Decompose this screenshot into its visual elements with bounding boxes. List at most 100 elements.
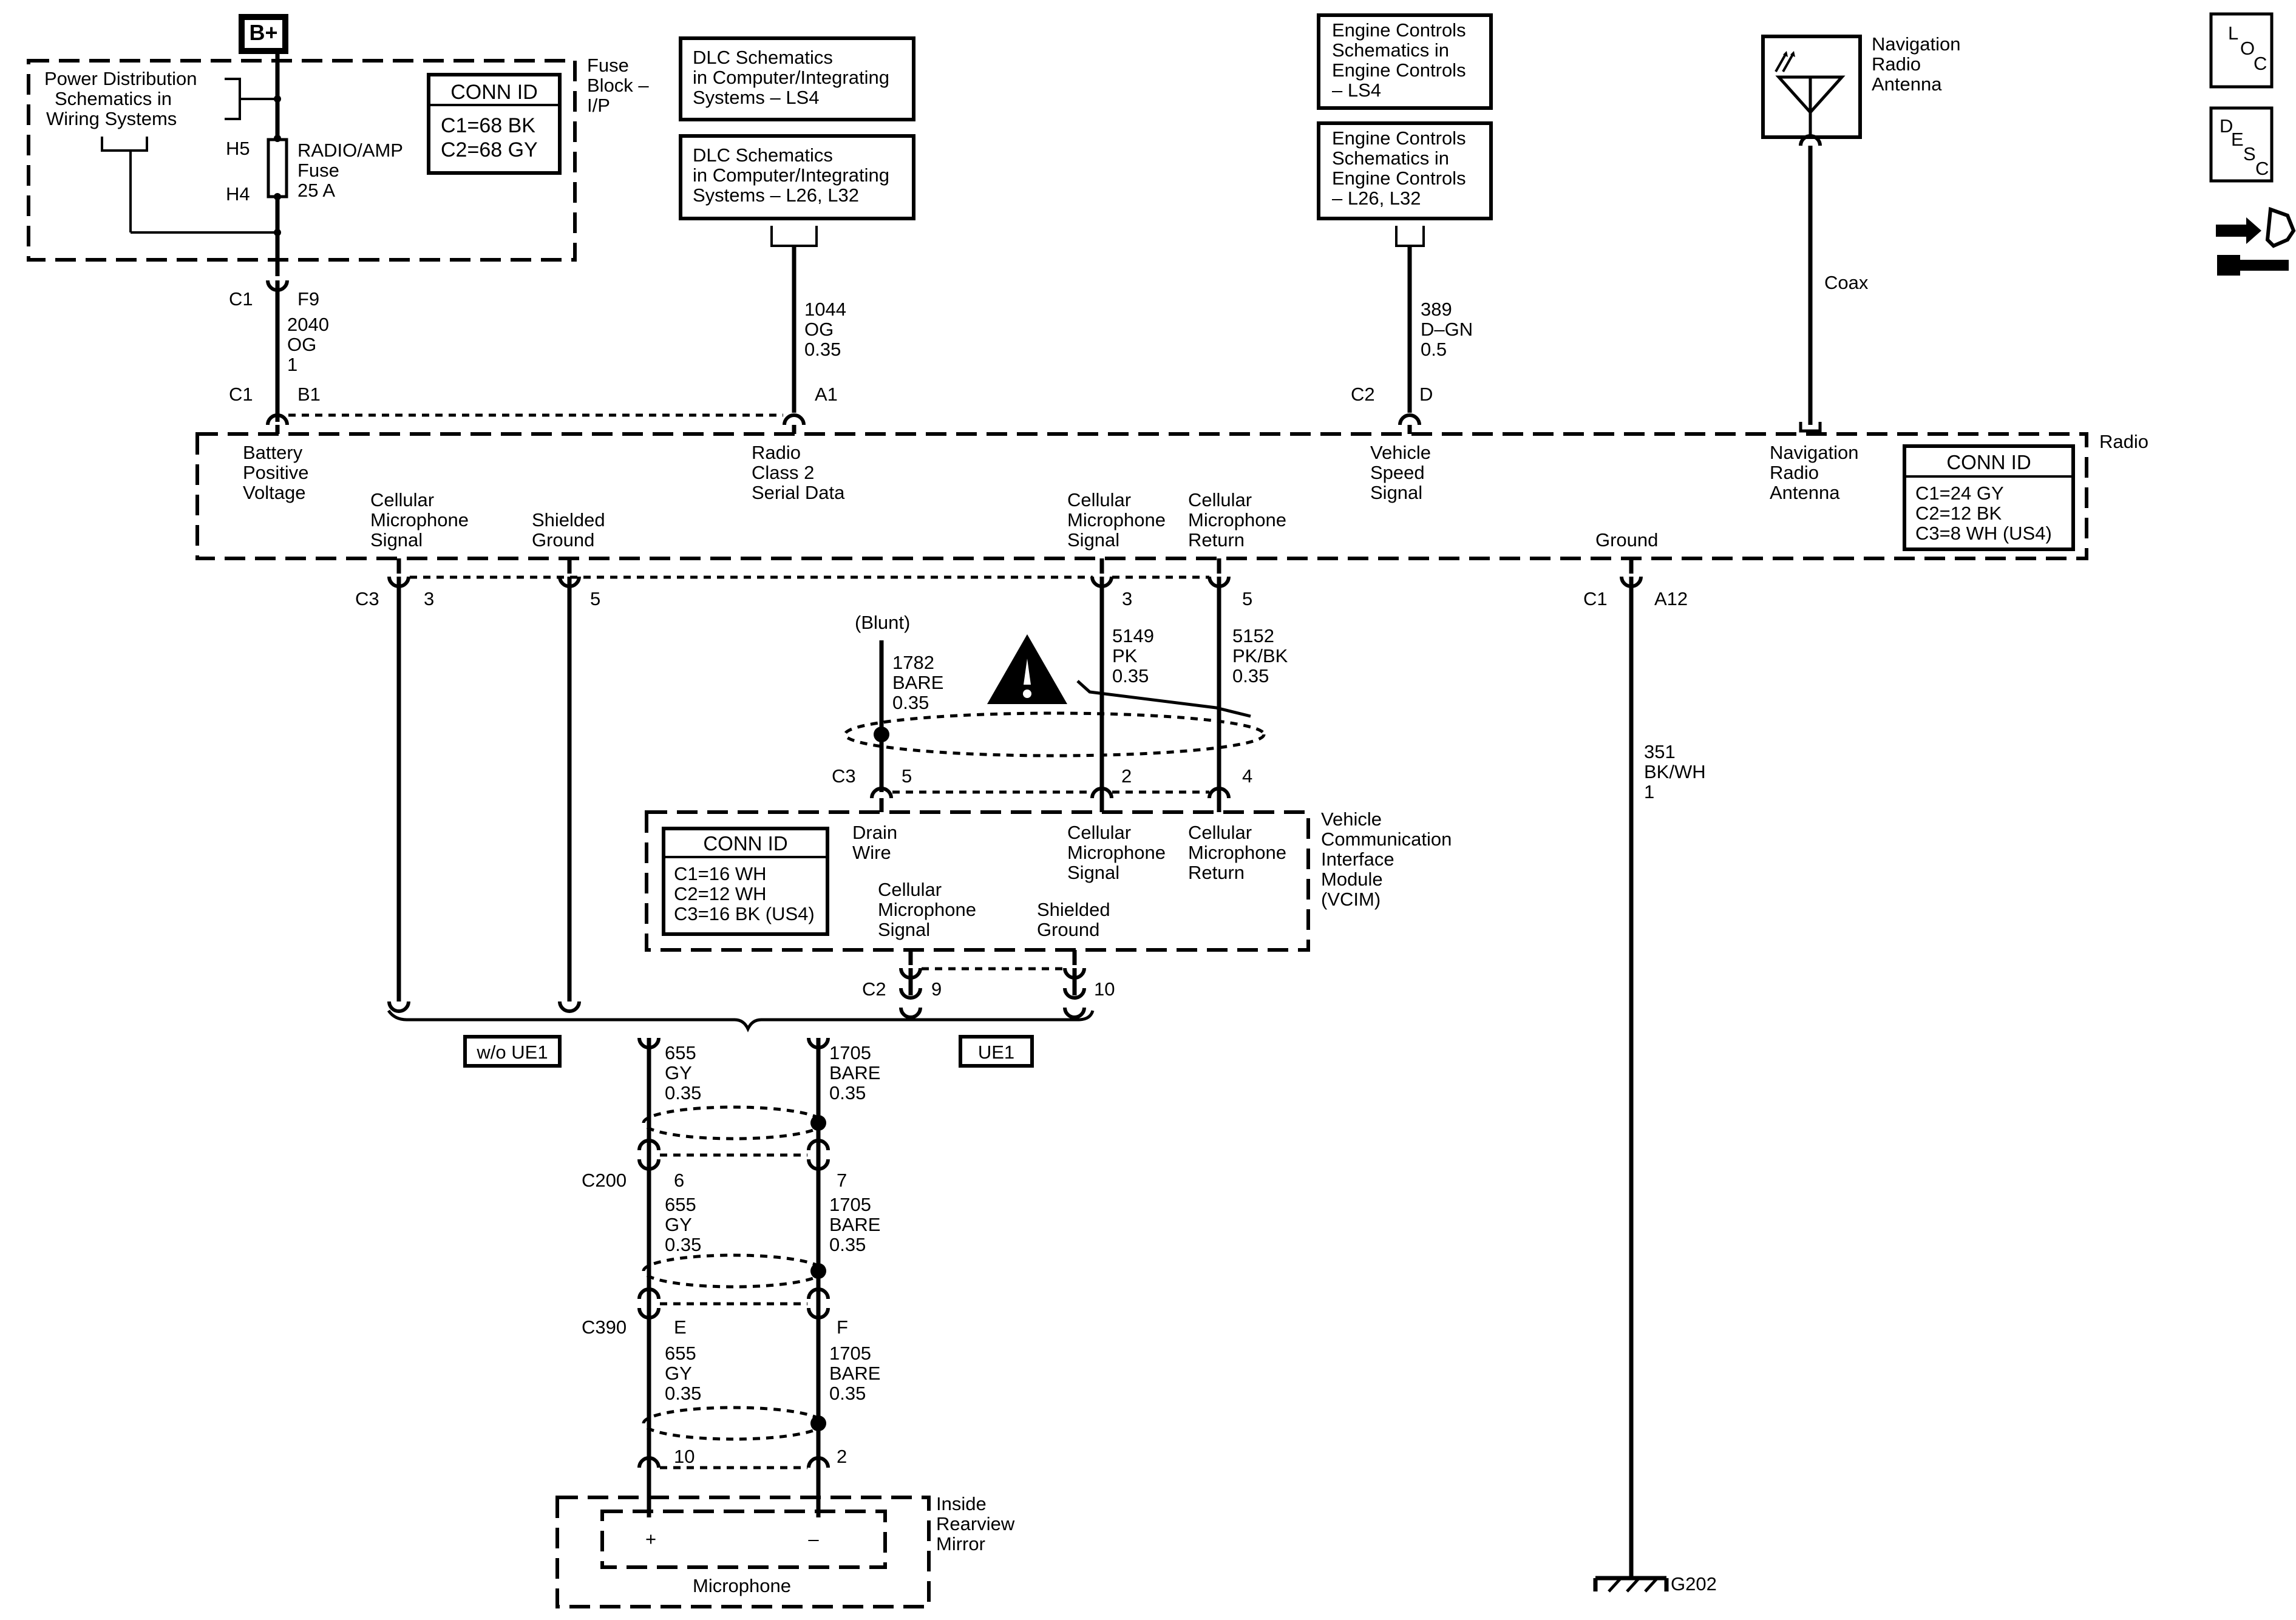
radio-cms2-2: Microphone <box>1067 509 1166 530</box>
dlc-l26-text-2: in Computer/Integrating <box>693 164 889 186</box>
bplus-label: B+ <box>249 20 277 45</box>
wire-655b-color: GY <box>665 1214 692 1235</box>
mirror-outline[interactable] <box>555 1496 931 1608</box>
radio-c3-pin3: 3 <box>424 588 434 609</box>
radio-c3-pin5b: 5 <box>1242 588 1252 609</box>
radio-conn-c2: C2=12 BK <box>1915 503 2002 524</box>
mirror-label-3: Mirror <box>936 1533 985 1554</box>
wire-5149-num: 5149 <box>1112 625 1154 646</box>
radio-pin-a1: A1 <box>815 384 838 405</box>
dlc-ls4-box[interactable] <box>679 36 915 121</box>
wire-1782-gauge: 0.35 <box>892 692 929 713</box>
wire-1782-color: BARE <box>892 672 943 693</box>
vcim-sg-2: Ground <box>1037 919 1099 940</box>
wire-1782-num: 1782 <box>892 652 934 673</box>
engine-ls4-text-1: Engine Controls <box>1332 19 1466 41</box>
radio-conn-id-title: CONN ID <box>1946 451 2031 473</box>
wire-389-num: 389 <box>1421 299 1452 320</box>
engine-l26-text-2: Schematics in <box>1332 147 1449 169</box>
wire-2040-gauge: 1 <box>287 354 297 375</box>
radio-speed-2: Speed <box>1370 462 1425 483</box>
dlc-l26-box[interactable] <box>679 134 915 220</box>
radio-cmr-2: Microphone <box>1188 509 1286 530</box>
radio-cmr-1: Cellular <box>1188 489 1252 510</box>
vcim-component: Vehicle Communication Interface Module (… <box>645 808 1452 1000</box>
radio-sg-1: Shielded <box>532 509 605 530</box>
connector-repair-icon[interactable] <box>2216 206 2296 276</box>
description-icon[interactable]: D E S C <box>2209 106 2274 183</box>
radio-c3-pin5: 5 <box>590 588 600 609</box>
wire-655a-num: 655 <box>665 1042 696 1063</box>
option-ue1: UE1 <box>978 1042 1014 1063</box>
shield-ellipse <box>843 711 1266 757</box>
dlc-ls4-text-1: DLC Schematics <box>693 47 833 68</box>
radio-sg-2: Ground <box>532 529 594 551</box>
wire-1044-num: 1044 <box>804 299 846 320</box>
blunt-label: (Blunt) <box>855 612 910 633</box>
wire-351-num: 351 <box>1644 741 1676 762</box>
vcim-conn-id-box <box>662 827 829 936</box>
antenna-label-2: Radio <box>1872 53 1921 75</box>
fuse-word: Fuse <box>297 160 339 181</box>
side-icons: L O C D E S C <box>2209 12 2296 276</box>
engine-l26-box[interactable] <box>1317 121 1493 220</box>
vcim-outline[interactable] <box>645 810 1310 952</box>
vcim-cms2-1: Cellular <box>878 879 942 900</box>
fuse-block-label-3: I/P <box>587 95 610 116</box>
radio-ground-label: Ground <box>1595 529 1658 551</box>
pd-text-1: Power Distribution <box>44 68 197 89</box>
location-icon[interactable]: L O C <box>2209 12 2274 89</box>
radio-cms-1: Cellular <box>370 489 434 510</box>
engine-ls4-text-2: Schematics in <box>1332 39 1449 61</box>
c200-pin7: 7 <box>837 1170 847 1191</box>
engine-ls4-box[interactable] <box>1317 13 1493 110</box>
radio-class2-2: Class 2 <box>752 462 814 483</box>
fuse-conn-id-box <box>427 73 562 175</box>
caution-icon <box>987 634 1067 704</box>
radio-speed-1: Vehicle <box>1370 442 1431 463</box>
wire-1705a-gauge: 0.35 <box>829 1082 866 1103</box>
dlc-ls4-text-3: Systems – LS4 <box>693 87 819 108</box>
radio-speed-3: Signal <box>1370 482 1422 503</box>
radio-c3-pin3b: 3 <box>1122 588 1132 609</box>
pd-text-2: Schematics in <box>55 88 172 109</box>
engine-l26-text-4: – L26, L32 <box>1332 188 1421 209</box>
fb-c1: C1 <box>229 288 253 310</box>
svg-text:S: S <box>2243 143 2256 164</box>
microphone-box <box>600 1510 887 1569</box>
fuse-conn-id-title: CONN ID <box>450 81 538 104</box>
wire-1705c-gauge: 0.35 <box>829 1383 866 1404</box>
radio-nav-1: Navigation <box>1770 442 1858 463</box>
fuse-block-section: B+ Power Distribution Schematics in Wiri… <box>27 14 649 276</box>
radio-battery-1: Battery <box>243 442 303 463</box>
svg-text:C: C <box>2254 53 2267 74</box>
vcim-label-5: (VCIM) <box>1321 889 1381 910</box>
radio-nav-2: Radio <box>1770 462 1819 483</box>
wire-1705b-color: BARE <box>829 1214 880 1235</box>
pin-h4: H4 <box>226 183 250 205</box>
vcim-c3-pin2: 2 <box>1121 765 1132 787</box>
wire-1705b-num: 1705 <box>829 1194 871 1215</box>
vcim-label-4: Module <box>1321 869 1383 890</box>
radio-conn-c1: C1=24 GY <box>1915 483 2004 504</box>
radio-c3-label: C3 <box>355 588 379 609</box>
wire-655c-num: 655 <box>665 1343 696 1364</box>
c200-pin6: 6 <box>674 1170 684 1191</box>
wire-389-gauge: 0.5 <box>1421 339 1447 360</box>
c390-pinE: E <box>674 1317 687 1338</box>
radio-battery-2: Positive <box>243 462 309 483</box>
radio-outline[interactable] <box>195 432 2088 560</box>
mid-wires: (Blunt) 1782 BARE 0.35 5149 PK 0.35 5152… <box>832 612 1706 812</box>
wire-1705c-color: BARE <box>829 1363 880 1384</box>
vcim-c2-pin10: 10 <box>1094 978 1115 1000</box>
vcim-cms2-3: Signal <box>878 919 930 940</box>
shield-3 <box>642 1406 825 1441</box>
antenna-label-1: Navigation <box>1872 33 1960 55</box>
vcim-conn-id-title: CONN ID <box>703 832 787 855</box>
fuse-block-outline <box>27 59 577 262</box>
mirror-pin10: 10 <box>674 1446 695 1467</box>
wire-1705b-gauge: 0.35 <box>829 1234 866 1255</box>
fuse-symbol <box>267 138 288 198</box>
